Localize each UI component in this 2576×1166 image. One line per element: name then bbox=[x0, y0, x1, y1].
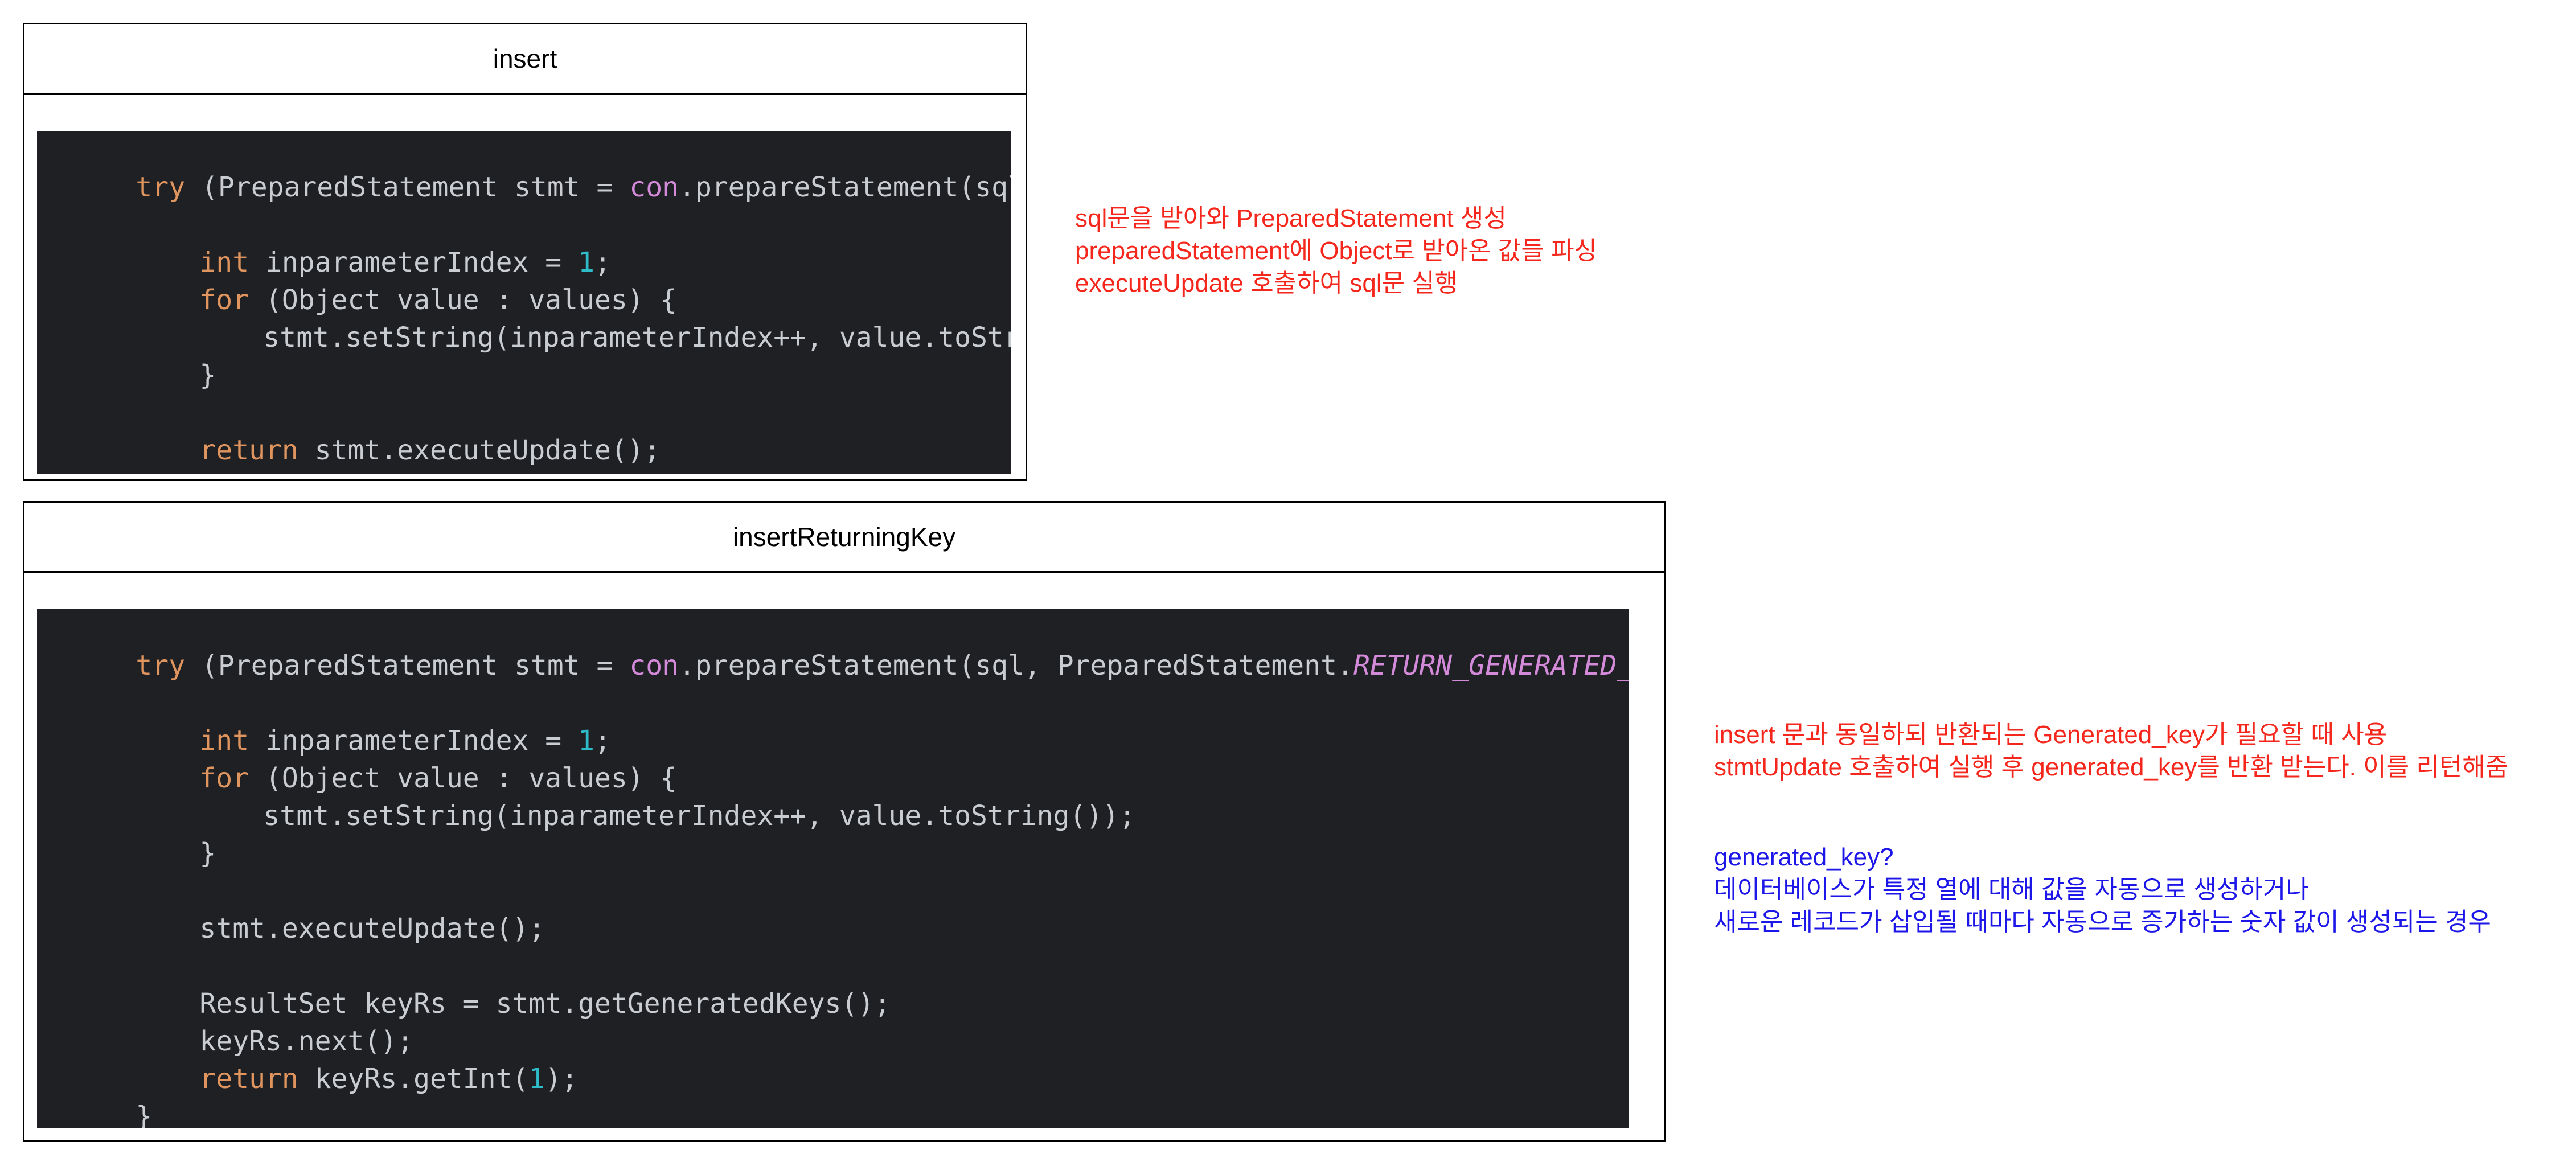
insert-note: sql문을 받아와 PreparedStatement 생성 preparedS… bbox=[1075, 202, 1597, 299]
code-token: inparameterIndex = bbox=[249, 725, 579, 757]
field-token: con bbox=[629, 650, 679, 681]
constant-token: RETURN_GENERATED_KEYS bbox=[1353, 650, 1629, 681]
code-token: (Object value : values) { bbox=[249, 284, 677, 316]
field-token: con bbox=[629, 171, 679, 203]
note-line: preparedStatement에 Object로 받아온 값들 파싱 bbox=[1075, 237, 1598, 265]
insert-returning-key-box-title: insertReturningKey bbox=[24, 503, 1664, 573]
note-line: sql문을 받아와 PreparedStatement 생성 bbox=[1075, 204, 1507, 232]
number-token: 1 bbox=[578, 247, 594, 278]
code-token: ; bbox=[594, 247, 611, 278]
number-token: 1 bbox=[528, 1063, 545, 1095]
code-line: } bbox=[37, 1060, 152, 1128]
code-token: } bbox=[136, 1101, 153, 1128]
code-line: int inparameterIndex = 1; bbox=[101, 684, 610, 757]
code-line: for (Object value : values) { bbox=[101, 722, 676, 794]
code-line: for (Object value : values) { bbox=[101, 244, 676, 316]
code-line: } bbox=[101, 797, 216, 869]
note-line: insert 문과 동일하되 반환되는 Generated_key가 필요할 때… bbox=[1714, 721, 2388, 749]
code-token: (PreparedStatement stmt = bbox=[185, 171, 630, 203]
note-line: 데이터베이스가 특정 열에 대해 값을 자동으로 생성하거나 bbox=[1714, 876, 2309, 904]
insert-returning-key-box: insertReturningKey try (PreparedStatemen… bbox=[23, 501, 1666, 1142]
insert-returning-key-note: insert 문과 동일하되 반환되는 Generated_key가 필요할 때… bbox=[1714, 719, 2508, 783]
code-token: stmt.executeUpdate(); bbox=[199, 913, 545, 945]
note-line: generated_key? bbox=[1714, 843, 1894, 871]
code-line: stmt.executeUpdate(); bbox=[101, 872, 545, 945]
generated-key-note: generated_key? 데이터베이스가 특정 열에 대해 값을 자동으로 … bbox=[1714, 841, 2491, 938]
note-line: 새로운 레코드가 삽입될 때마다 자동으로 증가하는 숫자 값이 생성되는 경우 bbox=[1714, 908, 2491, 936]
code-token: stmt.setString(inparameterIndex++, value… bbox=[263, 800, 1136, 832]
code-line: int inparameterIndex = 1; bbox=[101, 206, 610, 278]
code-token: .prepareStatement(sql)) { bbox=[679, 171, 1011, 203]
insert-box: insert try (PreparedStatement stmt = con… bbox=[23, 23, 1027, 481]
code-token: ); bbox=[545, 1063, 579, 1095]
code-token: } bbox=[199, 359, 216, 391]
keyword-token: for bbox=[199, 762, 249, 794]
keyword-token: return bbox=[199, 434, 298, 466]
insert-returning-key-code-block: try (PreparedStatement stmt = con.prepar… bbox=[37, 609, 1629, 1128]
code-token: keyRs.next(); bbox=[199, 1025, 414, 1057]
note-line: executeUpdate 호출하여 sql문 실행 bbox=[1075, 269, 1458, 297]
code-token: (Object value : values) { bbox=[249, 762, 677, 794]
insert-code-block: try (PreparedStatement stmt = con.prepar… bbox=[37, 131, 1011, 474]
keyword-token: for bbox=[199, 284, 249, 316]
code-token: inparameterIndex = bbox=[249, 247, 579, 278]
code-line: stmt.setString(inparameterIndex++, value… bbox=[165, 281, 1011, 354]
code-line: ResultSet keyRs = stmt.getGeneratedKeys(… bbox=[101, 947, 891, 1020]
code-token: keyRs.getInt( bbox=[298, 1063, 529, 1095]
code-token: } bbox=[136, 472, 152, 474]
code-line: return keyRs.getInt(1); bbox=[101, 1023, 578, 1095]
keyword-token: return bbox=[199, 1063, 298, 1095]
code-line: try (PreparedStatement stmt = con.prepar… bbox=[37, 131, 1011, 203]
code-line: keyRs.next(); bbox=[101, 985, 413, 1057]
code-token: .prepareStatement(sql, PreparedStatement… bbox=[679, 650, 1353, 681]
code-token: (PreparedStatement stmt = bbox=[185, 650, 630, 681]
code-line: stmt.setString(inparameterIndex++, value… bbox=[165, 759, 1135, 832]
code-line: } bbox=[37, 432, 152, 474]
keyword-token: int bbox=[199, 247, 249, 278]
note-line: stmtUpdate 호출하여 실행 후 generated_key를 반환 받… bbox=[1714, 753, 2509, 781]
code-token: ; bbox=[594, 725, 611, 757]
keyword-token: int bbox=[199, 725, 249, 757]
code-token: } bbox=[199, 837, 216, 869]
keyword-token: try bbox=[136, 171, 186, 203]
code-line: return stmt.executeUpdate(); bbox=[101, 394, 660, 466]
code-token: stmt.setString(inparameterIndex++, value… bbox=[263, 322, 1011, 354]
keyword-token: try bbox=[136, 650, 186, 681]
code-line: try (PreparedStatement stmt = con.prepar… bbox=[37, 609, 1629, 681]
insert-box-title: insert bbox=[24, 24, 1026, 95]
code-line: } bbox=[101, 319, 216, 391]
code-token: ResultSet keyRs = stmt.getGeneratedKeys(… bbox=[199, 988, 891, 1020]
code-token: stmt.executeUpdate(); bbox=[298, 434, 661, 466]
number-token: 1 bbox=[578, 725, 594, 757]
